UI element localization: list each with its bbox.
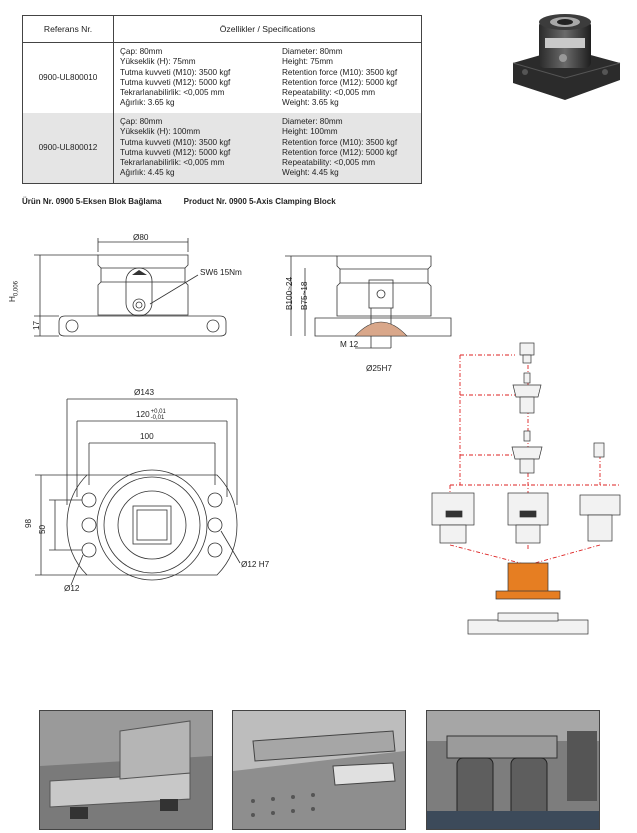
spec-line: Diameter: 80mm: [282, 47, 343, 56]
dim-side-b75: B75~18: [300, 281, 309, 310]
spec-line: Retention force (M10): 3500 kgf: [282, 137, 398, 147]
specs-cell: Çap: 80mm Yükseklik (H): 100mm Tutma kuv…: [113, 113, 422, 184]
header-reference: Referans Nr.: [22, 15, 114, 43]
spec-line: Tekrarlanabilirlik: <0,005 mm: [120, 88, 225, 98]
spec-line: Yükseklik (H): 100mm: [120, 127, 201, 137]
exploded-assembly-diagram: [431, 342, 621, 635]
plan-bolt-circle-value: 120: [136, 410, 150, 420]
dim-plan-hole-h7: Ø12 H7: [241, 560, 270, 569]
spec-table: Referans Nr. Özellikler / Specifications…: [22, 15, 422, 184]
plan-tol-plus: +0,01: [150, 409, 166, 415]
application-photo-1: [39, 710, 213, 830]
specs-cell: Çap: 80mm Yükseklik (H): 75mm Tutma kuvv…: [113, 42, 422, 113]
dim-screw-label: SW6 15Nm: [200, 268, 242, 277]
reference-cell: 0900-UL800010: [22, 42, 114, 113]
dim-plan-bolt-circle: 120+0,01-0,01: [136, 409, 166, 421]
dim-plan-vertical: 50: [38, 524, 47, 534]
spec-line: Weight: 4.45 kg: [282, 168, 339, 178]
spec-line: Çap: 80mm: [120, 47, 163, 56]
table-header-row: Referans Nr. Özellikler / Specifications: [22, 15, 422, 43]
dim-plan-height: 98: [24, 518, 33, 528]
spec-line: Ağırlık: 4.45 kg: [120, 168, 175, 178]
spec-line: Tutma kuvveti (M10): 3500 kgf: [120, 67, 231, 77]
spec-line: Height: 100mm: [282, 127, 338, 137]
reference-cell: 0900-UL800012: [22, 113, 114, 184]
specs-turkish: Çap: 80mm Yükseklik (H): 75mm Tutma kuvv…: [120, 47, 282, 109]
product-line: Ürün Nr. 0900 5-Eksen Blok Bağlama Produc…: [22, 197, 336, 206]
spec-line: Repeatability: <0,005 mm: [282, 88, 376, 98]
specs-english: Diameter: 80mm Height: 75mm Retention fo…: [282, 47, 419, 109]
application-photo-2: [232, 710, 406, 830]
spec-line: Çap: 80mm: [120, 117, 163, 126]
plan-view-drawing: [35, 398, 241, 586]
header-specifications: Özellikler / Specifications: [113, 15, 422, 43]
plan-tol-minus: -0,01: [150, 415, 165, 421]
spec-line: Height: 75mm: [282, 57, 333, 67]
product-photo: [512, 14, 621, 100]
front-view-drawing: [34, 238, 227, 337]
application-photo-3: [426, 710, 600, 830]
spec-line: Retention force (M10): 3500 kgf: [282, 67, 398, 77]
side-view-drawing: [285, 255, 452, 349]
spec-line: Tekrarlanabilirlik: <0,005 mm: [120, 158, 225, 168]
spec-line: Tutma kuvveti (M12): 5000 kgf: [120, 147, 231, 157]
spec-line: Weight: 3.65 kg: [282, 98, 339, 108]
dim-side-b100: B100~24: [285, 276, 294, 310]
dim-side-hole: Ø25H7: [366, 364, 392, 373]
spec-line: Retention force (M12): 5000 kgf: [282, 147, 398, 157]
spec-line: Tutma kuvveti (M10): 3500 kgf: [120, 137, 231, 147]
spec-line: Yükseklik (H): 75mm: [120, 57, 196, 67]
spec-line: Retention force (M12): 5000 kgf: [282, 77, 398, 87]
spec-line: Tutma kuvveti (M12): 5000 kgf: [120, 77, 231, 87]
spec-line: Repeatability: <0,005 mm: [282, 158, 376, 168]
table-row: 0900-UL800010 Çap: 80mm Yükseklik (H): 7…: [22, 42, 422, 113]
spec-line: Diameter: 80mm: [282, 117, 343, 126]
dim-plan-hole-small: Ø12: [64, 584, 80, 593]
product-line-english: Product Nr. 0900 5-Axis Clamping Block: [183, 197, 336, 206]
dim-side-m12: M 12: [340, 340, 359, 349]
specs-english: Diameter: 80mm Height: 100mm Retention f…: [282, 117, 419, 179]
product-line-turkish: Ürün Nr. 0900 5-Eksen Blok Bağlama: [22, 197, 162, 206]
spec-line: Ağırlık: 3.65 kg: [120, 98, 175, 108]
dim-plan-width: 100: [140, 432, 154, 441]
height-h-label: H: [8, 296, 17, 302]
dim-height-h: H0,006: [8, 281, 20, 302]
table-row: 0900-UL800012 Çap: 80mm Yükseklik (H): 1…: [22, 113, 422, 184]
dim-front-diameter: Ø80: [133, 233, 149, 242]
height-tol: 0,006: [13, 281, 20, 297]
dim-plan-outer: Ø143: [134, 388, 155, 397]
specs-turkish: Çap: 80mm Yükseklik (H): 100mm Tutma kuv…: [120, 117, 282, 179]
dim-base-height: 17: [32, 320, 41, 330]
